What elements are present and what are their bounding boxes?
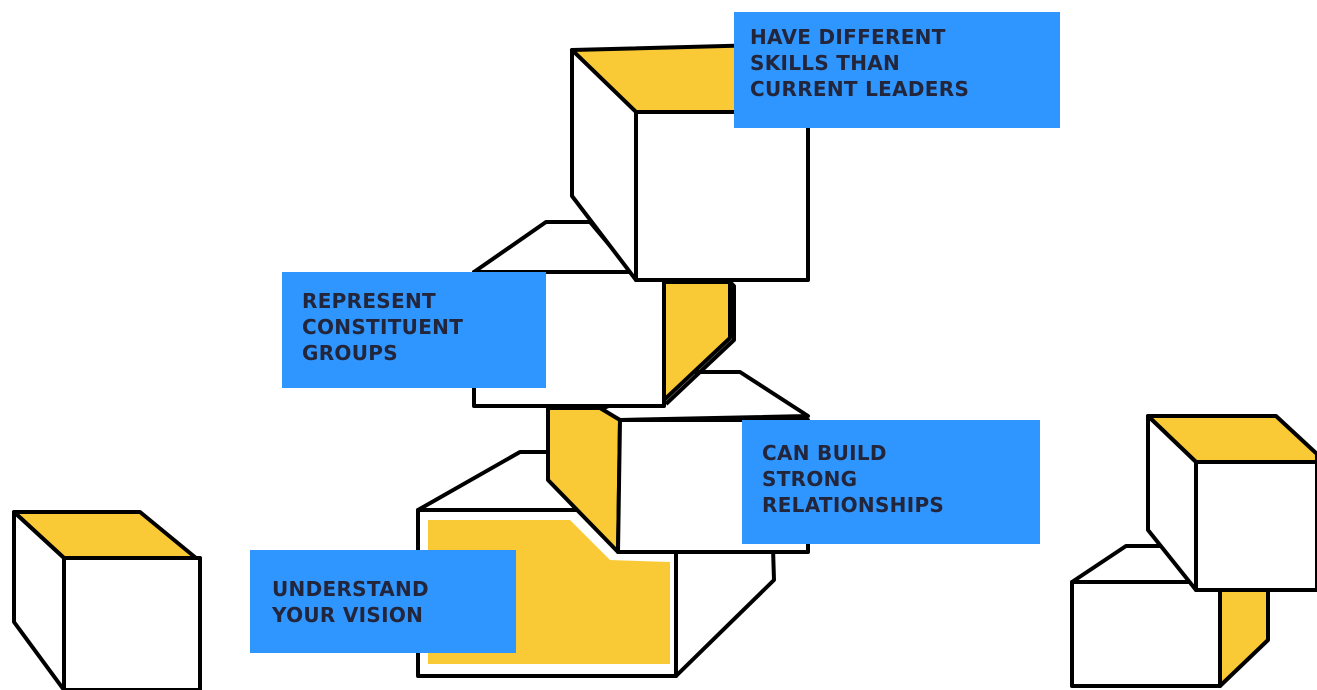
label-skills: HAVE DIFFERENT SKILLS THAN CURRENT LEADE… [734, 12, 1060, 128]
right-corner-blocks [1070, 414, 1317, 688]
label-constituent-groups: REPRESENT CONSTITUENT GROUPS [282, 272, 546, 388]
label-vision: UNDERSTAND YOUR VISION [250, 550, 516, 653]
label-relationships: CAN BUILD STRONG RELATIONSHIPS [742, 420, 1040, 544]
left-corner-block [12, 510, 202, 690]
